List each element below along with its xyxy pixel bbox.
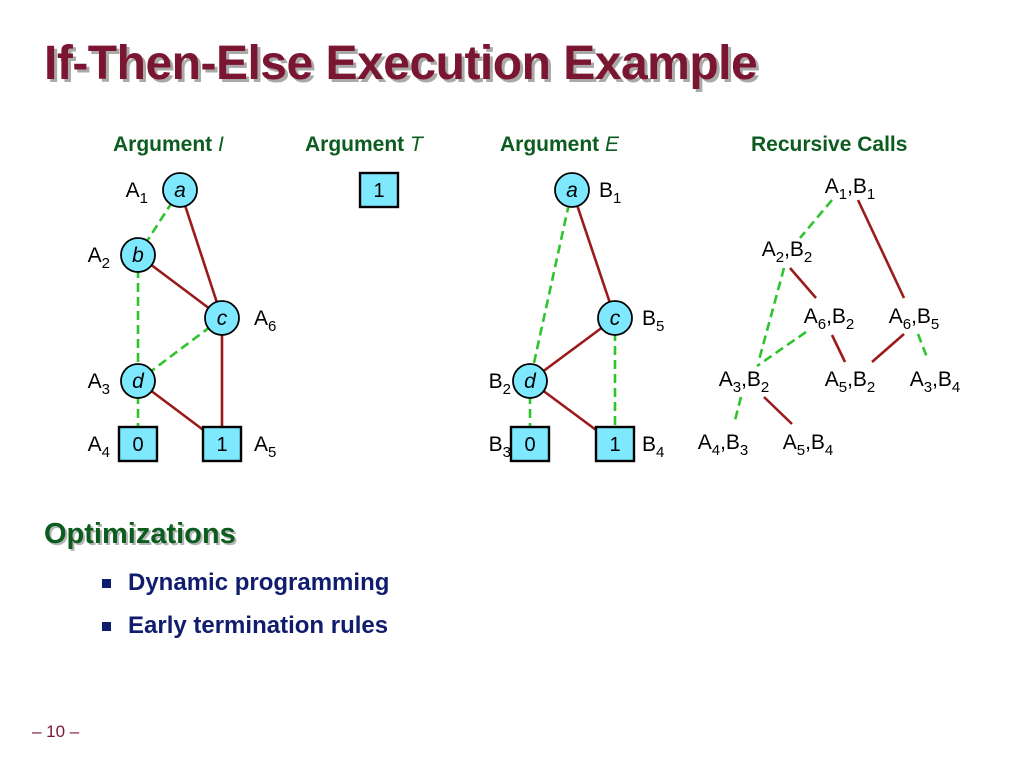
variable-circle — [162, 172, 198, 208]
recursive-call-label: A6,B5 — [889, 305, 940, 333]
node-label: A2 — [88, 244, 110, 272]
call-low-edge — [757, 267, 786, 361]
terminal-box — [594, 425, 636, 463]
header-recursive-calls: Recursive Calls — [751, 133, 907, 156]
terminal-box — [358, 171, 400, 209]
node-label: B4 — [642, 433, 664, 461]
optimization-item: Early termination rules — [100, 609, 389, 652]
variable-name: c — [217, 307, 228, 330]
terminal-box — [201, 425, 243, 463]
high-edge — [178, 189, 224, 319]
node-label: A5 — [254, 433, 276, 461]
header-argument-i: Argument I — [113, 133, 224, 156]
variable-name: a — [566, 179, 578, 202]
call-high-edge — [763, 396, 793, 425]
page-number: – 10 – — [32, 722, 80, 741]
call-low-edge — [916, 333, 930, 361]
node-label: B3 — [489, 433, 511, 461]
variable-node: a — [162, 172, 198, 208]
terminal-node: 0 — [117, 425, 159, 463]
terminal-value: 1 — [216, 434, 227, 456]
node-label: B2 — [489, 370, 511, 398]
recursive-call-label: A5,B4 — [783, 431, 834, 459]
node-label: A1 — [126, 179, 148, 207]
terminal-node: 1 — [358, 171, 400, 209]
terminal-value: 0 — [524, 434, 535, 456]
header-argument-t: Argument T — [305, 133, 425, 156]
recursive-call-label: A3,B2 — [719, 368, 770, 396]
variable-circle — [204, 300, 240, 336]
variable-name: b — [132, 244, 144, 267]
recursive-call-label: A5,B2 — [825, 368, 876, 396]
bullet-square-icon — [102, 622, 111, 631]
recursive-call-label: A4,B3 — [698, 431, 749, 459]
variable-circle — [512, 363, 548, 399]
column-headers: Argument I Argument T Argument E Recursi… — [113, 133, 907, 156]
terminal-box — [117, 425, 159, 463]
recursive-call-label: A1,B1 — [825, 175, 876, 203]
optimizations-list: Dynamic programming Early termination ru… — [100, 566, 389, 652]
low-edge — [528, 189, 574, 382]
variable-node: d — [120, 363, 156, 399]
high-edge — [570, 189, 617, 319]
variable-circle — [120, 363, 156, 399]
terminal-value: 0 — [132, 434, 143, 456]
variable-name: a — [174, 179, 186, 202]
call-high-edge — [789, 267, 817, 299]
terminal-node: 1 — [201, 425, 243, 463]
terminal-box — [509, 425, 551, 463]
recursive-call-label: A6,B2 — [804, 305, 855, 333]
call-high-edge — [856, 199, 906, 299]
variable-node: b — [120, 237, 156, 273]
variable-node: c — [204, 300, 240, 336]
terminal-node: 0 — [509, 425, 551, 463]
call-high-edge — [871, 333, 905, 363]
variable-circle — [120, 237, 156, 273]
node-label: A6 — [254, 307, 276, 335]
call-low-edge — [732, 396, 743, 425]
variable-name: d — [132, 370, 145, 393]
variable-node: c — [597, 300, 633, 336]
recursive-call-label: A2,B2 — [762, 238, 813, 266]
recursive-call-label: A3,B4 — [910, 368, 961, 396]
node-label: B5 — [642, 307, 664, 335]
variable-name: c — [610, 307, 621, 330]
variable-name: d — [524, 370, 537, 393]
variable-circle — [597, 300, 633, 336]
terminal-node: 1 — [594, 425, 636, 463]
call-high-edge — [830, 334, 847, 363]
optimization-item: Dynamic programming — [100, 566, 389, 609]
node-label: A3 — [88, 370, 110, 398]
terminal-value: 1 — [373, 180, 384, 202]
node-label: A4 — [88, 433, 110, 461]
variable-circle — [554, 172, 590, 208]
header-argument-e: Argument E — [500, 133, 620, 156]
call-low-edge — [756, 330, 807, 368]
slide-title: If-Then-Else Execution Example — [44, 37, 758, 90]
optimizations-title: Optimizations — [44, 518, 236, 550]
terminal-value: 1 — [609, 434, 620, 456]
variable-node: a — [554, 172, 590, 208]
variable-node: d — [512, 363, 548, 399]
node-label: B1 — [599, 179, 621, 207]
bullet-square-icon — [102, 579, 111, 588]
call-low-edge — [799, 199, 833, 239]
